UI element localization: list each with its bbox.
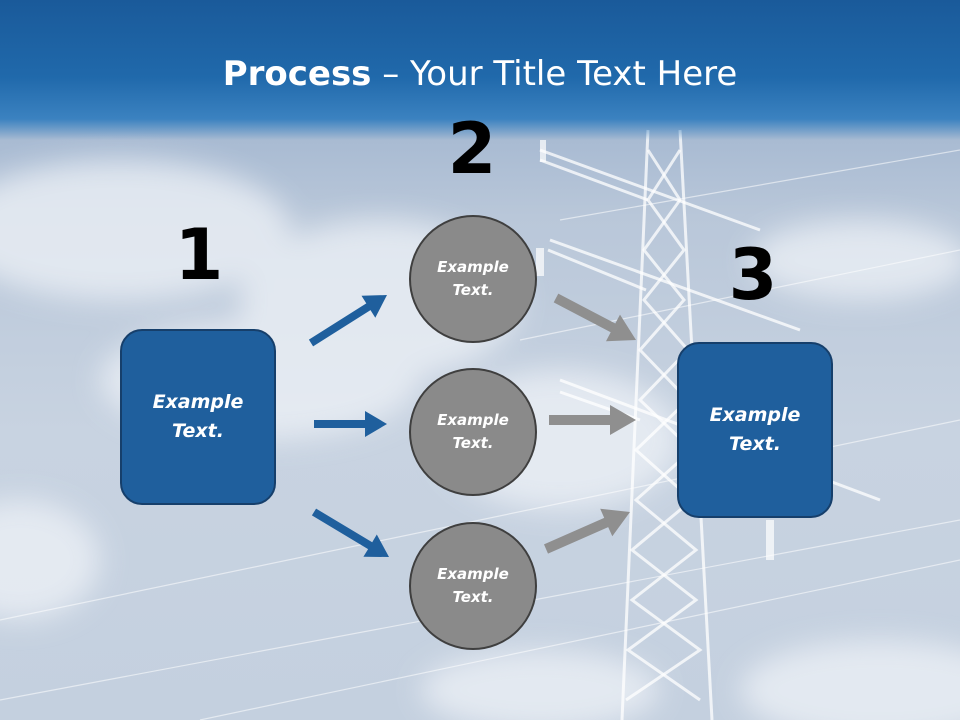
arrow-to-bottom-circle: [311, 508, 389, 557]
arrow-from-top-circle: [553, 293, 636, 342]
arrow-from-middle-circle: [549, 405, 636, 435]
title-band: [0, 0, 960, 140]
title-rest: – Your Title Text Here: [371, 54, 738, 94]
arrow-from-bottom-circle: [544, 508, 630, 554]
step-2-circle-middle[interactable]: Example Text.: [409, 368, 537, 496]
title-bold: Process: [222, 54, 372, 94]
step-number-3: 3: [728, 234, 778, 316]
circle-text: Example Text.: [437, 411, 509, 452]
arrow-to-top-circle: [308, 295, 387, 347]
circle-text: Example Text.: [437, 258, 509, 299]
step-3-text: Example Text.: [709, 404, 801, 455]
step-3-box[interactable]: Example Text.: [677, 342, 833, 518]
step-number-2: 2: [447, 108, 497, 190]
slide-title: Process – Your Title Text Here: [0, 52, 960, 96]
step-1-text: Example Text.: [152, 391, 244, 442]
step-2-circle-top[interactable]: Example Text.: [409, 215, 537, 343]
step-number-1: 1: [174, 214, 224, 296]
arrow-to-middle-circle: [314, 411, 387, 437]
circle-text: Example Text.: [437, 565, 509, 606]
step-2-circle-bottom[interactable]: Example Text.: [409, 522, 537, 650]
step-1-box[interactable]: Example Text.: [120, 329, 276, 505]
